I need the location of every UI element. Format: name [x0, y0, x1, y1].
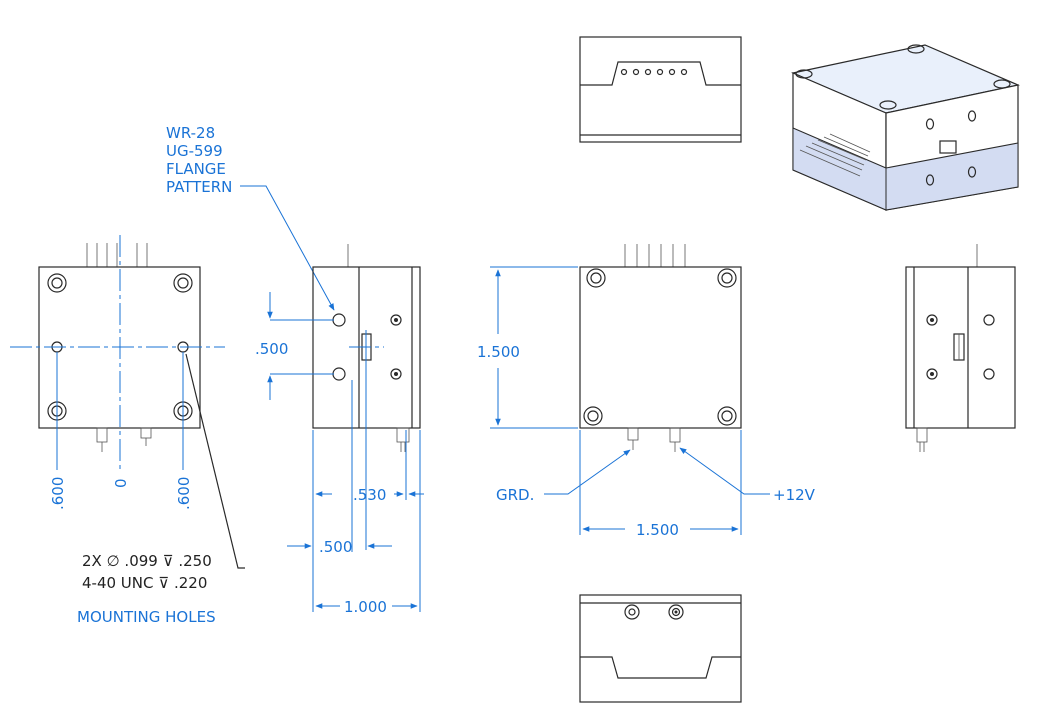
front-view-center: 1.500 1.500 GRD. +12V	[477, 244, 816, 539]
mounting-holes-label: MOUNTING HOLES	[77, 608, 216, 626]
front-view-left: .600 0 .600 2X ∅ .099 ⊽ .250 4-40 UNC ⊽ …	[10, 235, 245, 626]
plus12v-leader	[679, 447, 770, 495]
iso-pins	[799, 133, 871, 177]
flange-label-line4: PATTERN	[166, 178, 232, 196]
top-view-body	[579, 36, 742, 143]
hole-callout-line1: 2X ∅ .099 ⊽ .250	[82, 552, 212, 570]
isometric-view	[791, 44, 1020, 211]
dim-500-horizontal: .500	[319, 538, 352, 556]
dim-600-left: .600	[49, 477, 67, 510]
plus12v-label: +12V	[773, 486, 816, 504]
bottom-view	[579, 594, 742, 703]
front-bottom-connectors	[96, 427, 152, 452]
flange-hole-bottom	[332, 367, 346, 381]
dim-600-right: .600	[175, 477, 193, 510]
flange-label-line2: UG-599	[166, 142, 223, 160]
dim-500-vertical: .500	[255, 340, 288, 358]
grd-label: GRD.	[496, 486, 534, 504]
dim-530: .530	[353, 486, 386, 504]
flange-hole-top	[332, 313, 346, 327]
flange-label-line1: WR-28	[166, 124, 215, 142]
top-view	[579, 36, 742, 143]
dim-zero: 0	[112, 478, 130, 488]
side-view: .500 .530 .500 1.000	[255, 244, 424, 616]
right-side-view	[905, 244, 1016, 452]
dim-1000: 1.000	[344, 598, 387, 616]
dim-1500-height: 1.500	[477, 343, 520, 361]
hole-callout-line2: 4-40 UNC ⊽ .220	[82, 574, 207, 592]
flange-pattern-callout: WR-28 UG-599 FLANGE PATTERN	[166, 124, 335, 311]
mounting-hole-leader	[185, 353, 245, 569]
center-view-body	[579, 266, 742, 429]
flange-leader	[240, 185, 335, 311]
dim-1500-width: 1.500	[636, 521, 679, 539]
bottom-view-body	[579, 594, 742, 703]
right-view-body	[905, 266, 1016, 429]
front-view-pins	[86, 243, 148, 267]
grd-leader	[544, 449, 631, 495]
flange-label-line3: FLANGE	[166, 160, 226, 178]
